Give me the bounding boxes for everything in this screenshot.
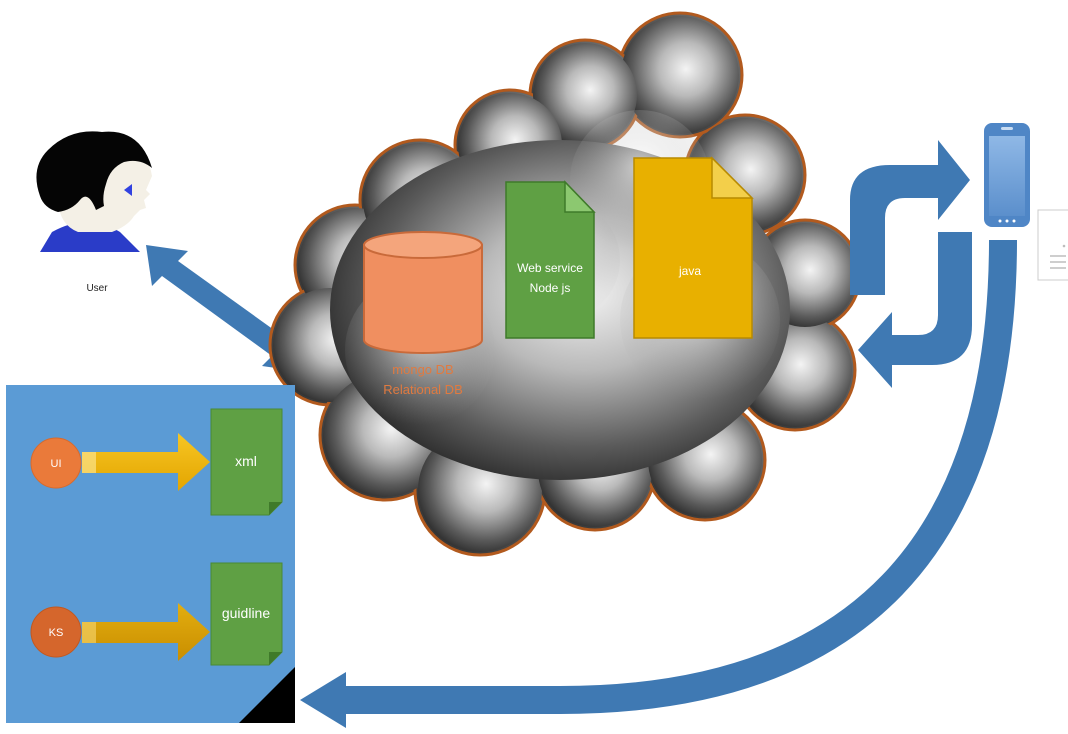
ui-node-label: UI [51,458,62,470]
ks-to-guideline-row: KS guidline [30,562,283,666]
java-label: java [678,264,701,278]
user-icon: User [36,131,152,294]
database-label-1: mongo DB [392,362,453,377]
phone-to-panel-arrow [300,239,1017,728]
ks-node-label: KS [49,627,64,639]
guideline-document-label: guidline [222,605,270,621]
web-service-label-2: Node js [530,281,571,295]
web-service-label-1: Web service [517,261,583,275]
sync-arrows [850,140,972,388]
partial-document-icon [1037,209,1068,281]
user-label: User [86,283,108,294]
database-cylinder: mongo DB Relational DB [363,231,483,397]
ui-to-xml-row: UI xml [30,408,283,516]
database-label-2: Relational DB [383,382,463,397]
java-document: java [633,156,754,339]
user-cloud-double-arrow [146,245,304,372]
web-service-document: Web service Node js [505,180,596,339]
generator-panel: UI xml KS guidline [6,385,295,723]
xml-document-label: xml [235,453,257,469]
smartphone-icon [984,123,1030,227]
